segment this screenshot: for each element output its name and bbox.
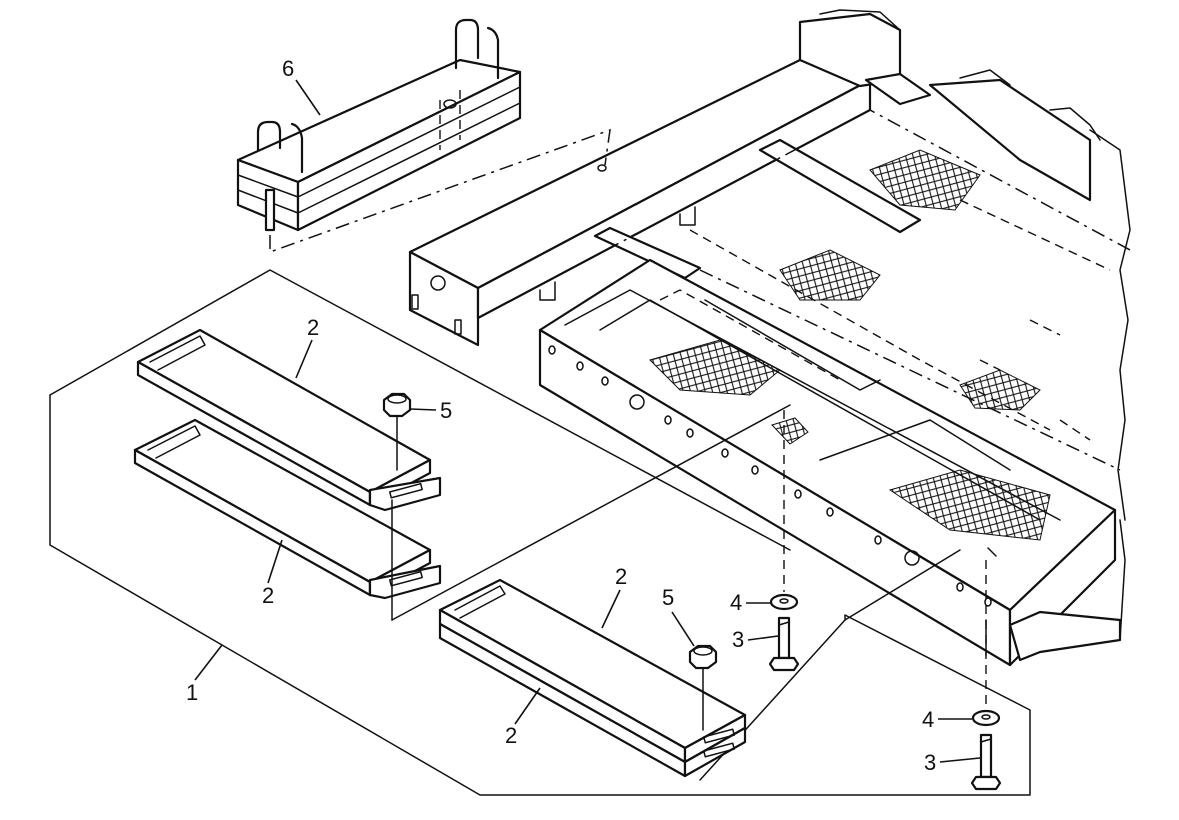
part-3-bolt-lower [970, 733, 1002, 791]
callout-3-upper: 3 [732, 627, 744, 652]
callouts: 6 2 5 2 1 2 5 2 4 3 4 3 [186, 56, 981, 775]
callout-4-lower: 4 [922, 707, 934, 732]
part-5-nut-left [382, 392, 412, 621]
rail-holes [548, 345, 992, 607]
callout-5-right: 5 [662, 585, 674, 610]
part-2-pad-lower-left [133, 418, 442, 600]
part-4-washer-lower [971, 709, 1001, 727]
callout-1: 1 [186, 680, 198, 705]
tray-frame [408, 9, 1131, 667]
callout-3-lower: 3 [924, 750, 936, 775]
callout-2-lower-left: 2 [262, 583, 274, 608]
part-5-nut-right [688, 644, 718, 731]
part-6-leader [269, 128, 611, 254]
callout-5-left: 5 [440, 398, 452, 423]
callout-2-upper-right: 2 [615, 564, 627, 589]
part-2-pad-upper-left [136, 328, 442, 512]
part-4-washer-upper [769, 593, 799, 611]
part-2-pad-right-stack [438, 578, 747, 778]
part-3-bolt-upper [768, 616, 800, 672]
part-6-weight-block [236, 18, 522, 232]
callout-2-lower-right: 2 [505, 723, 517, 748]
callout-4-upper: 4 [730, 590, 742, 615]
callout-2-upper-left: 2 [307, 315, 319, 340]
mount-hole [597, 164, 607, 172]
mesh-patches [649, 149, 1051, 541]
callout-6: 6 [282, 56, 294, 81]
